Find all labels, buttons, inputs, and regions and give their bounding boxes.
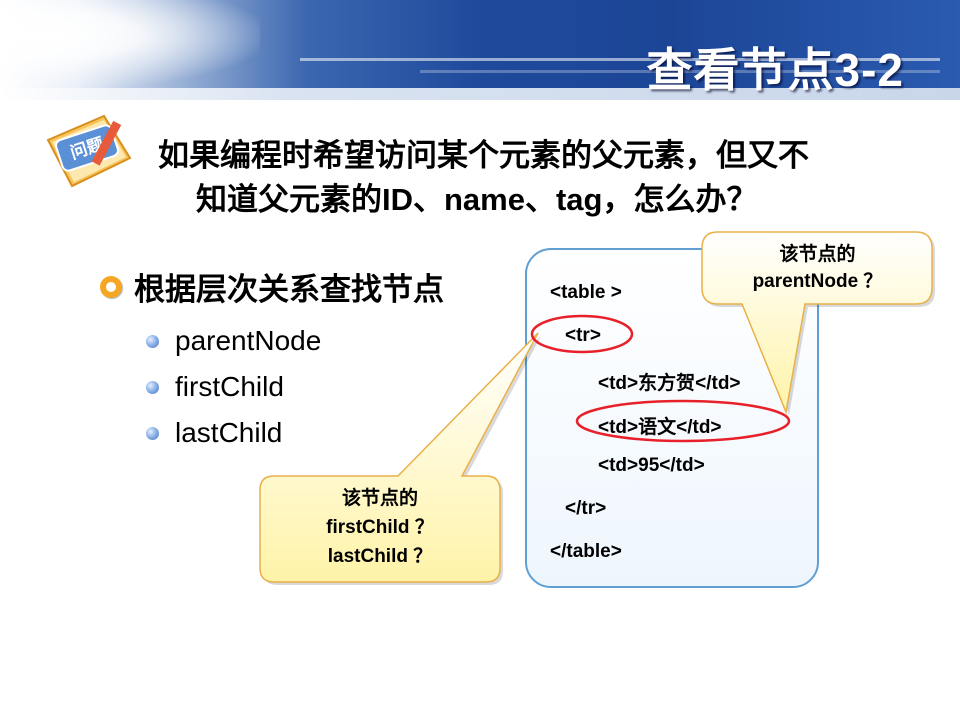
title-banner: 查看节点3-2 [0, 0, 960, 100]
code-line: <tr> [565, 325, 601, 346]
code-line: <table > [550, 282, 622, 303]
question-icon: 问题 [42, 110, 134, 192]
main-bullet: 根据层次关系查找节点 [100, 264, 444, 309]
code-line: </tr> [565, 498, 607, 519]
question-line-1: 如果编程时希望访问某个元素的父元素，但又不 [158, 138, 809, 173]
code-line: <td>东方贺</td> [598, 373, 741, 394]
sub-bullet-text: parentNode [175, 325, 322, 356]
list-item: parentNode [146, 318, 321, 364]
bullet-dot-icon [146, 426, 159, 440]
bullet-ring-icon [100, 275, 122, 298]
bullet-dot-icon [146, 334, 159, 348]
list-item: firstChild [146, 364, 321, 410]
children-callout-text: 该节点的 firstChild ？ lastChild ？ [326, 488, 434, 567]
question-line-2: 知道父元素的ID、name、tag，怎么办？ [196, 182, 758, 217]
sub-bullet-text: lastChild [175, 417, 283, 448]
code-line: </table> [550, 541, 622, 562]
list-item: lastChild [146, 410, 321, 456]
main-bullet-text: 根据层次关系查找节点 [134, 272, 444, 307]
code-line: <td>语文</td> [598, 417, 722, 438]
parent-callout-text: 该节点的 parentNode ？ [752, 244, 883, 292]
slide-title: 查看节点3-2 [646, 44, 904, 96]
bullet-dot-icon [146, 380, 159, 394]
sub-bullet-list: parentNode firstChild lastChild [146, 318, 321, 456]
sub-bullet-text: firstChild [175, 371, 284, 402]
code-line: <td>95</td> [598, 455, 705, 476]
question-text: 如果编程时希望访问某个元素的父元素，但又不 知道父元素的ID、name、tag，… [158, 134, 948, 222]
